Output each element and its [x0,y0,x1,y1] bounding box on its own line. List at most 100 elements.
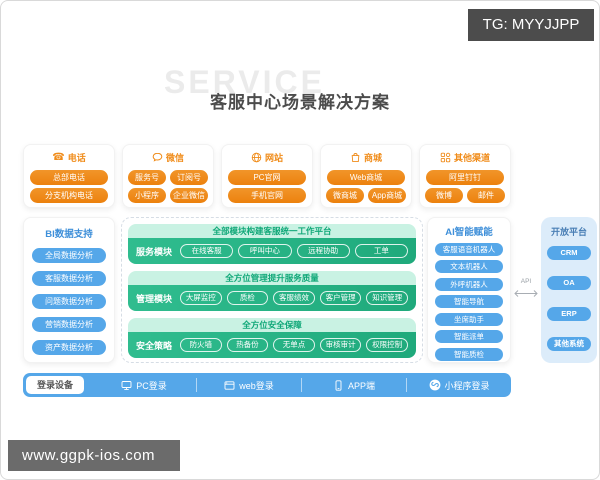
channel-pill: 阿里钉钉 [426,170,504,185]
open-platform-item: ERP [547,306,591,321]
module-pill: 客户管理 [319,291,362,305]
bi-item: 营销数据分析 [32,317,106,332]
channel-card-header: ☎ 电话 [24,145,114,167]
channel-pill: 小程序 [128,188,166,203]
module-pill: 无单点 [273,338,315,352]
login-segment-text: web登录 [239,380,274,391]
section-body: 管理模块 大屏监控 质检 客服绩效 客户管理 知识管理 [128,285,416,311]
channel-title: 微信 [165,153,184,163]
section-label: 服务模块 [136,246,173,257]
page-title: 客服中心场景解决方案 [210,93,390,112]
ai-item: 文本机器人 [435,260,503,273]
login-segment-web: web登录 [196,378,301,392]
service-watermark: SERVICE [164,64,325,100]
channel-pill: 服务号 [128,170,166,185]
open-platform-panel: 开放平台 CRM OA ERP 其他系统 [541,217,597,363]
api-label: API [520,278,532,285]
open-platform-title: 开放平台 [550,227,587,237]
tg-watermark-badge: TG: MYYJJPP [468,9,594,41]
module-pill: 大屏监控 [180,291,222,305]
channel-title: 其他渠道 [453,153,490,163]
service-module-section: 全部模块构建客服统一工作平台 服务模块 在线客服 呼叫中心 远程协助 工单 [128,224,416,264]
channel-card-phone: ☎ 电话 总部电话 分支机构电话 [23,144,115,208]
ai-item: 智能导航 [435,295,503,308]
channel-pill: 手机官网 [228,188,306,203]
smartphone-icon [333,379,344,391]
phone-icon: ☎ [52,151,65,163]
login-devices-label: 登录设备 [26,376,85,394]
login-segment-text: PC登录 [136,380,167,391]
channel-title: 电话 [67,153,86,163]
module-pill: 防火墙 [180,338,222,352]
bi-data-panel: BI数据支持 全局数据分析 客服数据分析 问题数据分析 营销数据分析 资产数据分… [23,217,115,363]
login-segment-text: APP端 [348,380,376,391]
module-pill: 知识管理 [366,291,408,305]
browser-icon [224,380,235,391]
login-devices-bar: 登录设备 PC登录 web登录 APP端 小程序登录 [23,373,511,397]
channels-icon [440,152,451,163]
channel-card-wechat: 微信 服务号 订阅号 小程序 企业微信 [122,144,214,208]
open-platform-item: OA [547,276,591,291]
ai-item: 智能质检 [435,347,503,361]
open-platform-item: 其他系统 [547,336,591,351]
login-segment-app: APP端 [301,378,406,392]
monitor-icon [121,380,132,391]
channel-title: 网站 [264,153,283,163]
management-module-section: 全方位管理提升服务质量 管理模块 大屏监控 质检 客服绩效 客户管理 知识管理 [128,271,416,311]
channel-pill: 微博 [425,188,463,203]
section-body: 服务模块 在线客服 呼叫中心 远程协助 工单 [128,238,416,264]
module-pill: 质检 [226,291,269,305]
section-header: 全方位管理提升服务质量 [128,271,416,285]
ai-item: 外呼机器人 [435,277,503,291]
platform-panel: 全部模块构建客服统一工作平台 服务模块 在线客服 呼叫中心 远程协助 工单 全方… [121,217,423,363]
module-pill: 客服绩效 [273,291,315,305]
login-segment-pc: PC登录 [92,378,196,392]
channel-card-header: 微信 [123,145,213,167]
channel-card-header: 网站 [222,145,312,167]
ai-panel-title: AI智能赋能 [445,227,493,238]
bi-item: 问题数据分析 [32,294,106,309]
login-segment-text: 小程序登录 [444,380,490,391]
login-segment-miniprogram: 小程序登录 [406,378,511,392]
module-pill: 呼叫中心 [238,244,292,258]
module-pill: 审核审计 [319,338,362,352]
api-connector: API [512,278,540,303]
module-pill: 在线客服 [180,244,234,258]
channel-pill: 订阅号 [170,170,208,185]
channel-title: 商城 [363,153,382,163]
channel-pill: 微商城 [326,188,364,203]
module-pill: 工单 [354,244,409,258]
ai-panel: AI智能赋能 客服语音机器人 文本机器人 外呼机器人 智能导航 坐席助手 智能派… [427,217,511,363]
channel-pill: Web商城 [327,170,405,185]
channel-pill: 总部电话 [30,170,108,185]
channel-card-mall: 商城 Web商城 微商城 App商城 [320,144,412,208]
bi-item: 全局数据分析 [32,248,106,263]
miniprogram-icon [429,379,441,391]
wechat-icon [152,152,163,163]
module-pill: 热备份 [226,338,269,352]
site-watermark-badge: www.ggpk-ios.com [8,440,180,471]
section-label: 安全策略 [136,340,173,351]
module-pill: 远程协助 [296,244,350,258]
channel-pill: 邮件 [467,188,505,203]
section-body: 安全策略 防火墙 热备份 无单点 审核审计 权限控制 [128,332,416,358]
section-header: 全方位安全保障 [128,318,416,332]
bi-item: 客服数据分析 [32,271,106,286]
section-label: 管理模块 [136,293,173,304]
module-pill: 权限控制 [366,338,408,352]
channel-pill: 企业微信 [170,188,208,203]
channel-pill: PC官网 [228,170,306,185]
channel-card-website: 网站 PC官网 手机官网 [221,144,313,208]
channel-pill: App商城 [368,188,406,203]
double-arrow-icon [513,285,539,302]
ai-item: 智能派单 [435,330,503,343]
mall-icon [350,152,361,163]
open-platform-item: CRM [547,246,591,260]
channel-card-header: 其他渠道 [420,145,510,167]
website-icon [251,152,262,163]
ai-item: 坐席助手 [435,312,503,326]
ai-item: 客服语音机器人 [435,242,503,256]
bi-item: 资产数据分析 [32,340,106,355]
channel-card-other: 其他渠道 阿里钉钉 微博 邮件 [419,144,511,208]
